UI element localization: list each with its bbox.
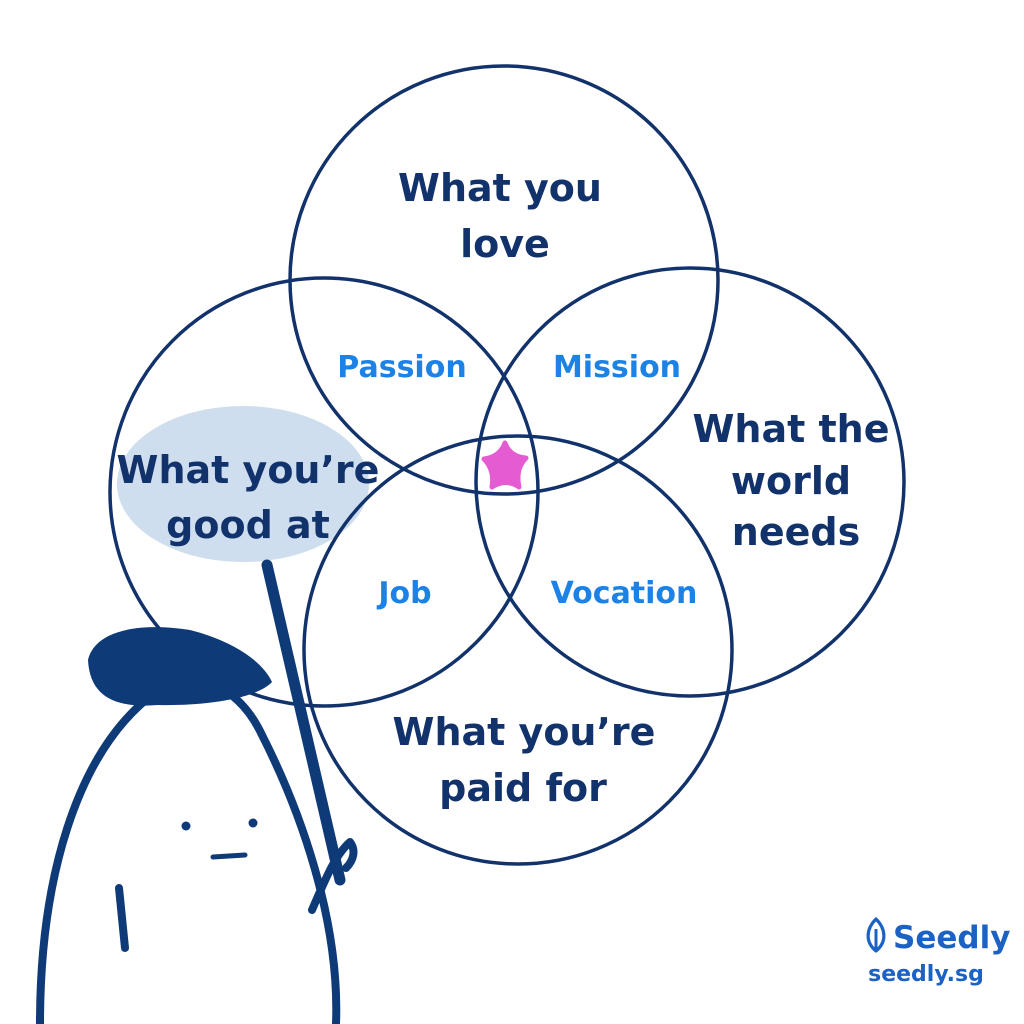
character bbox=[36, 627, 358, 1024]
love-label-line2: love bbox=[460, 222, 550, 266]
character-arm-mark bbox=[115, 884, 129, 952]
brand-block: Seedly seedly.sg bbox=[866, 917, 1010, 987]
paid-for-label-line1: What you’re bbox=[393, 710, 656, 754]
overlap-job: Job bbox=[376, 576, 431, 611]
overlap-vocation: Vocation bbox=[551, 576, 698, 611]
world-label-line2: world bbox=[731, 459, 851, 503]
circle-what-the-world-needs bbox=[474, 266, 906, 698]
character-right-eye bbox=[248, 818, 258, 828]
paid-for-label-line2: paid for bbox=[439, 766, 607, 810]
good-at-highlight bbox=[117, 406, 369, 562]
character-left-eye bbox=[181, 821, 191, 831]
star-icon bbox=[481, 440, 529, 490]
love-label-line1: What you bbox=[398, 166, 602, 210]
character-mouth bbox=[210, 852, 248, 860]
character-hair bbox=[88, 627, 272, 706]
brand-url: seedly.sg bbox=[868, 962, 984, 987]
world-label-line3: needs bbox=[732, 510, 860, 554]
pointer-stick bbox=[261, 559, 346, 886]
good-at-label-line1: What you’re bbox=[117, 448, 380, 492]
circle-what-youre-paid-for bbox=[302, 434, 734, 866]
world-label-line1: What the bbox=[693, 407, 890, 451]
circle-what-youre-good-at bbox=[108, 276, 540, 708]
brand-name: Seedly bbox=[893, 920, 1010, 956]
leaf-icon bbox=[866, 917, 886, 953]
overlap-passion: Passion bbox=[337, 350, 466, 385]
character-body bbox=[36, 678, 341, 1024]
overlap-mission: Mission bbox=[553, 350, 681, 385]
character-hand bbox=[308, 838, 358, 914]
good-at-label-line2: good at bbox=[166, 503, 330, 547]
